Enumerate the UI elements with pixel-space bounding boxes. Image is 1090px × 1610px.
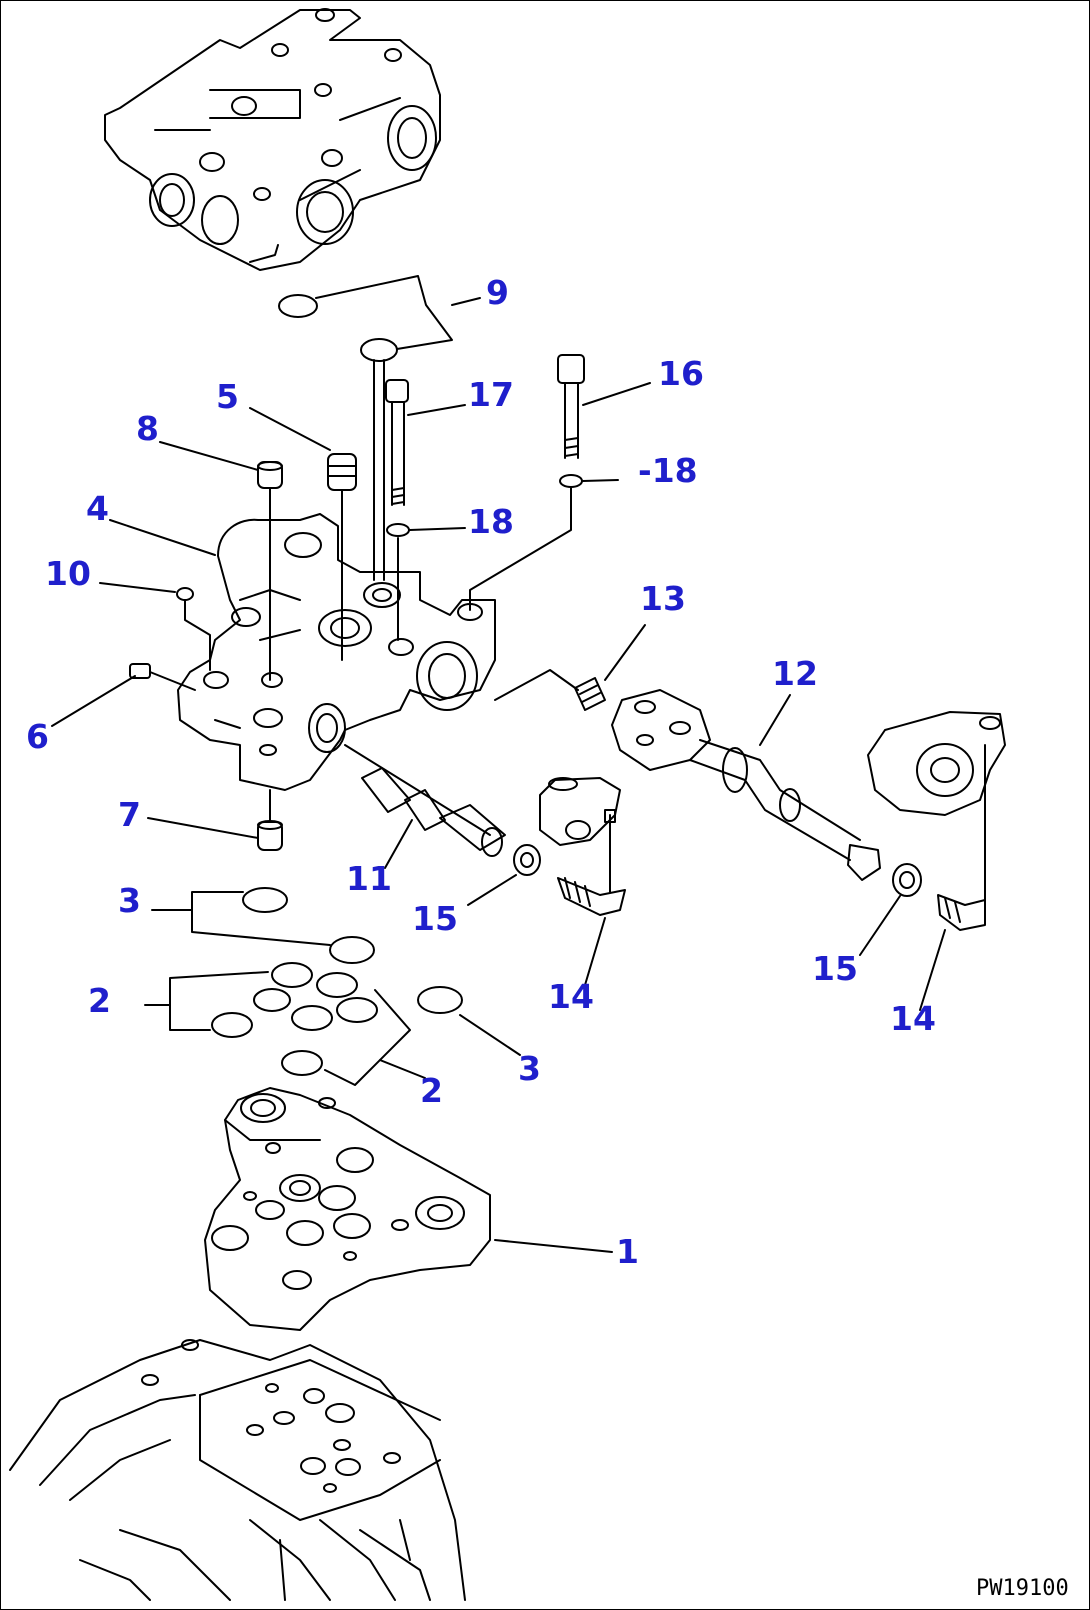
transmission-case-icon bbox=[9, 1339, 466, 1601]
leader-3a-b bbox=[191, 909, 331, 946]
plug-5-icon bbox=[327, 453, 357, 491]
o-ring-9a bbox=[278, 294, 318, 318]
leader-16 bbox=[582, 382, 651, 406]
callout-2b: 2 bbox=[420, 1071, 443, 1110]
callout-15b: 15 bbox=[812, 949, 858, 988]
plug-10-icon bbox=[176, 587, 194, 601]
leader-3b bbox=[459, 1014, 521, 1056]
callout-7: 7 bbox=[118, 795, 141, 834]
callout-18: 18 bbox=[468, 502, 514, 541]
leader-15a bbox=[467, 874, 517, 906]
leader-5 bbox=[249, 407, 331, 451]
leader-3a bbox=[151, 891, 244, 911]
callout-3a: 3 bbox=[118, 881, 141, 920]
leader-12 bbox=[759, 694, 791, 746]
washer-18a bbox=[386, 523, 410, 537]
lever-14b-icon bbox=[867, 711, 1006, 931]
leader-18b bbox=[582, 479, 619, 482]
callout-14b: 14 bbox=[890, 999, 936, 1038]
callout-15a: 15 bbox=[412, 899, 458, 938]
upper-housing-icon bbox=[104, 8, 441, 271]
leader-2b bbox=[324, 989, 411, 1086]
callout-12: 12 bbox=[772, 654, 818, 693]
leader-10 bbox=[99, 582, 176, 593]
leader-1 bbox=[494, 1239, 613, 1253]
leader-6b bbox=[149, 671, 196, 691]
o-ring-3c bbox=[417, 986, 463, 1014]
callout-10: 10 bbox=[45, 554, 91, 593]
callout-3b: 3 bbox=[518, 1049, 541, 1088]
o-ring-2-set bbox=[211, 962, 378, 1076]
o-ring-9b bbox=[360, 338, 398, 362]
callout-13: 13 bbox=[640, 579, 686, 618]
callout-14a: 14 bbox=[548, 977, 594, 1016]
leader-13-body bbox=[494, 669, 579, 701]
valve-body-icon bbox=[177, 513, 496, 791]
bolt-16-icon bbox=[557, 354, 585, 459]
callout-9: 9 bbox=[486, 273, 509, 312]
leader-14b bbox=[919, 929, 946, 1011]
leader-15b bbox=[859, 895, 901, 956]
leader-13 bbox=[604, 624, 646, 681]
leader-10-down bbox=[184, 599, 211, 671]
bolt-17-icon bbox=[385, 379, 409, 506]
callout-6: 6 bbox=[26, 717, 49, 756]
leader-11 bbox=[384, 819, 413, 869]
plug-15a-icon bbox=[513, 844, 541, 876]
callout-2a: 2 bbox=[88, 981, 111, 1020]
leader-18a bbox=[409, 527, 466, 531]
spool-12-icon bbox=[611, 689, 881, 881]
leader-7 bbox=[147, 817, 259, 839]
callout-1: 1 bbox=[616, 1232, 639, 1271]
plug-15b-icon bbox=[892, 863, 922, 897]
lever-14a-icon bbox=[539, 777, 626, 916]
leader-6 bbox=[51, 675, 136, 727]
plug-13-icon bbox=[574, 677, 606, 711]
plug-6-icon bbox=[129, 663, 151, 679]
drawing-code: PW19100 bbox=[976, 1576, 1069, 1601]
leader-2a bbox=[144, 971, 269, 1006]
bolt-shaft bbox=[373, 359, 385, 581]
spool-11-icon bbox=[344, 744, 506, 857]
washer-18b bbox=[559, 474, 583, 488]
callout-18-minus: -18 bbox=[638, 451, 698, 490]
leader-4 bbox=[109, 519, 216, 556]
callout-5: 5 bbox=[216, 377, 239, 416]
leader-8 bbox=[159, 441, 259, 471]
plug-8-icon bbox=[257, 461, 283, 489]
leader-2a-b bbox=[169, 1004, 211, 1031]
callout-17: 17 bbox=[468, 375, 514, 414]
callout-16: 16 bbox=[658, 354, 704, 393]
o-ring-3b bbox=[329, 936, 375, 964]
plug-7-icon bbox=[257, 820, 283, 851]
leader-14a bbox=[584, 917, 606, 986]
o-ring-3a bbox=[242, 887, 288, 913]
leader-17 bbox=[407, 404, 466, 416]
valve-plate-icon bbox=[204, 1087, 491, 1331]
leader-9 bbox=[315, 275, 453, 350]
leader-9b bbox=[451, 297, 481, 306]
leader-2b-b bbox=[379, 1059, 426, 1079]
callout-11: 11 bbox=[346, 859, 392, 898]
callout-8: 8 bbox=[136, 409, 159, 448]
callout-4: 4 bbox=[86, 489, 109, 528]
